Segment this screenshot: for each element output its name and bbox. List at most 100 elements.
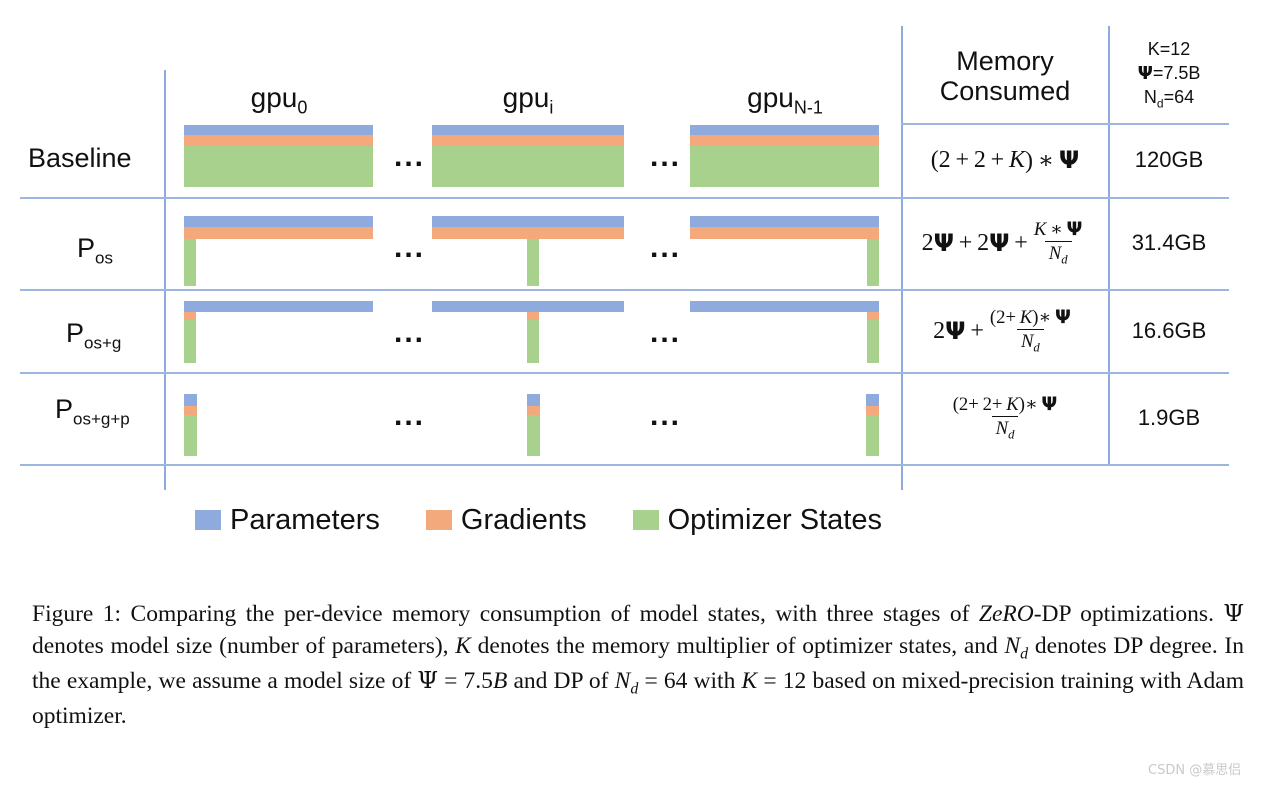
bar-segment-parameters — [690, 216, 879, 227]
table-header-memory-line1: Memory — [956, 45, 1054, 76]
memory-value-baseline: 120GB — [1134, 147, 1204, 172]
column-header-gpui: gpui — [433, 82, 623, 119]
bar-segment-optimizer-states — [690, 146, 879, 187]
bar-segment-optimizer-states — [184, 320, 196, 363]
caption-part-4: denotes the memory multiplier of optimiz… — [470, 632, 1005, 659]
assumption-k: K=12 — [1147, 39, 1191, 60]
bar-segment-gradients — [867, 312, 879, 320]
bar-segment-parameters — [432, 125, 624, 135]
figure-panel: gpu0 gpui gpuN-1 Baseline Pos Pos+g Pos+… — [20, 26, 1229, 542]
assumption-psi: Ψ=7.5B — [1138, 62, 1201, 86]
bar-baseline-gpui — [432, 125, 624, 187]
bar-posg-gpu0 — [184, 301, 373, 363]
assumption-nd-value: =64 — [1163, 86, 1195, 107]
grid-hline-1 — [20, 197, 1229, 199]
bar-posgp-gpun1 — [866, 394, 879, 456]
bar-segment-parameters — [432, 301, 624, 312]
bar-segment-optimizer-states — [527, 239, 539, 286]
row-label-baseline-base: Baseline — [28, 143, 132, 173]
row-label-pos-base: P — [77, 233, 96, 263]
bar-segment-parameters — [690, 125, 879, 135]
row-label-pos: Pos — [77, 233, 113, 268]
bar-segment-optimizer-states — [527, 415, 540, 456]
caption-psi-2: Ψ — [417, 666, 438, 695]
column-header-gpui-sub: i — [549, 97, 554, 118]
formula-baseline: (2 + 2 + K) ∗ Ψ — [930, 146, 1080, 174]
ellipsis-baseline-left: ... — [394, 140, 426, 173]
bar-segment-optimizer-states — [432, 146, 624, 187]
bar-posgp-gpu0 — [184, 394, 197, 456]
grid-hline-header — [901, 123, 1229, 125]
assumption-nd-sub: d — [1156, 96, 1164, 111]
bar-pos-gpui — [432, 216, 624, 286]
caption-part-8: = 64 with — [638, 668, 742, 695]
legend-swatch-gradients-icon — [425, 510, 452, 530]
ellipsis-pos-left: ... — [394, 231, 426, 264]
memory-value-pos: 31.4GB — [1131, 230, 1207, 255]
caption-nd-1: N — [1004, 632, 1021, 659]
column-header-gpun1-sub: N-1 — [793, 97, 823, 118]
bar-segment-parameters — [866, 394, 879, 406]
grid-hline-4 — [20, 464, 1229, 466]
ellipsis-posg-left: ... — [394, 316, 426, 349]
legend-item-parameters: Parameters — [195, 504, 380, 537]
bar-segment-gradients — [690, 135, 879, 146]
caption-part-2: -DP optimizations. — [1033, 601, 1224, 627]
column-header-gpu0-base: gpu — [250, 82, 298, 113]
watermark: CSDN @慕思侣 — [1148, 763, 1242, 778]
bar-segment-parameters — [690, 301, 879, 312]
grid-vline-mid — [901, 26, 903, 490]
caption-part-3: denotes model size (number of parameters… — [32, 632, 456, 659]
bar-segment-gradients — [184, 406, 197, 415]
bar-pos-gpu0 — [184, 216, 373, 286]
column-header-gpui-base: gpu — [502, 82, 550, 113]
legend: Parameters Gradients Optimizer States — [195, 498, 955, 542]
assumption-psi-value: =7.5B — [1152, 62, 1201, 83]
caption-zero: ZeRO — [978, 601, 1034, 627]
bar-segment-optimizer-states — [184, 239, 196, 286]
ellipsis-posgp-right: ... — [650, 399, 682, 432]
bar-baseline-gpu0 — [184, 125, 373, 187]
bar-segment-gradients — [527, 312, 539, 320]
caption-nd-1-sub: d — [1020, 645, 1029, 663]
row-label-posg-base: P — [66, 318, 85, 348]
row-label-pos-sub: os — [95, 248, 113, 268]
caption-k-1: K — [455, 632, 471, 659]
bar-segment-optimizer-states — [184, 415, 197, 456]
ellipsis-posgp-left: ... — [394, 399, 426, 432]
row-label-baseline: Baseline — [28, 143, 132, 178]
bar-posg-gpun1 — [690, 301, 879, 363]
row-label-posgp-base: P — [55, 394, 74, 424]
caption-nd-2-sub: d — [630, 681, 639, 699]
memory-value-posg: 16.6GB — [1131, 318, 1207, 343]
psi-symbol: Ψ — [1137, 62, 1153, 84]
assumption-nd: Nd=64 — [1144, 86, 1194, 112]
bar-pos-gpun1 — [690, 216, 879, 286]
bar-segment-optimizer-states — [527, 320, 539, 363]
caption-part-6: = 7.5 — [437, 668, 493, 695]
bar-segment-parameters — [184, 216, 373, 227]
grid-hline-3 — [20, 372, 1229, 374]
column-header-gpu0: gpu0 — [184, 82, 374, 119]
grid-hline-2 — [20, 289, 1229, 291]
bar-segment-optimizer-states — [867, 320, 879, 363]
figure-caption: Figure 1: Comparing the per-device memor… — [32, 598, 1244, 733]
caption-k-2: K — [741, 668, 758, 695]
memory-value-posgp: 1.9GB — [1137, 405, 1201, 430]
bar-segment-parameters — [432, 216, 624, 227]
caption-nd-2: N — [614, 668, 631, 695]
column-header-gpun1: gpuN-1 — [690, 82, 880, 119]
row-label-posg-sub: os+g — [84, 333, 122, 353]
grid-vline-right — [1108, 26, 1110, 464]
legend-swatch-optimizer-states-icon — [632, 510, 659, 530]
bar-segment-parameters — [184, 125, 373, 135]
bar-segment-gradients — [184, 227, 373, 239]
bar-segment-parameters — [184, 301, 373, 312]
bar-segment-gradients — [432, 135, 624, 146]
bar-segment-gradients — [690, 227, 879, 239]
bar-segment-gradients — [432, 227, 624, 239]
row-label-posgp: Pos+g+p — [55, 394, 130, 429]
bar-segment-gradients — [866, 406, 879, 415]
